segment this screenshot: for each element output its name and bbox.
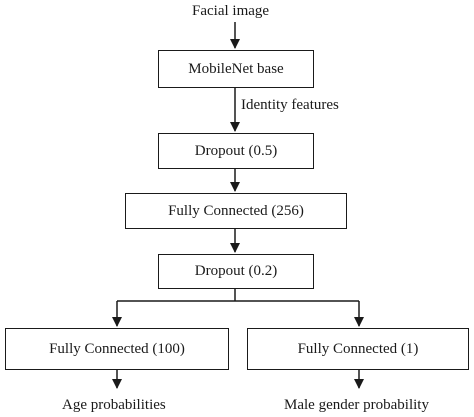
- node-dropout-0-5-label: Dropout (0.5): [194, 142, 278, 159]
- node-fully-connected-256-label: Fully Connected (256): [168, 202, 304, 219]
- node-mobilenet-base-label: MobileNet base: [188, 60, 284, 77]
- output-label-age: Age probabilities: [62, 397, 166, 413]
- edge-label-identity-features: Identity features: [241, 97, 339, 113]
- node-fully-connected-100: Fully Connected (100): [5, 328, 229, 370]
- input-label: Facial image: [192, 3, 270, 19]
- node-fully-connected-100-label: Fully Connected (100): [49, 340, 185, 357]
- node-dropout-0-5: Dropout (0.5): [158, 133, 314, 169]
- node-mobilenet-base: MobileNet base: [158, 50, 314, 88]
- node-fully-connected-1-label: Fully Connected (1): [297, 340, 419, 357]
- node-dropout-0-2: Dropout (0.2): [158, 254, 314, 289]
- node-dropout-0-2-label: Dropout (0.2): [194, 263, 278, 279]
- node-fully-connected-256: Fully Connected (256): [125, 193, 347, 229]
- node-fully-connected-1: Fully Connected (1): [247, 328, 469, 370]
- output-label-gender: Male gender probability: [284, 397, 429, 413]
